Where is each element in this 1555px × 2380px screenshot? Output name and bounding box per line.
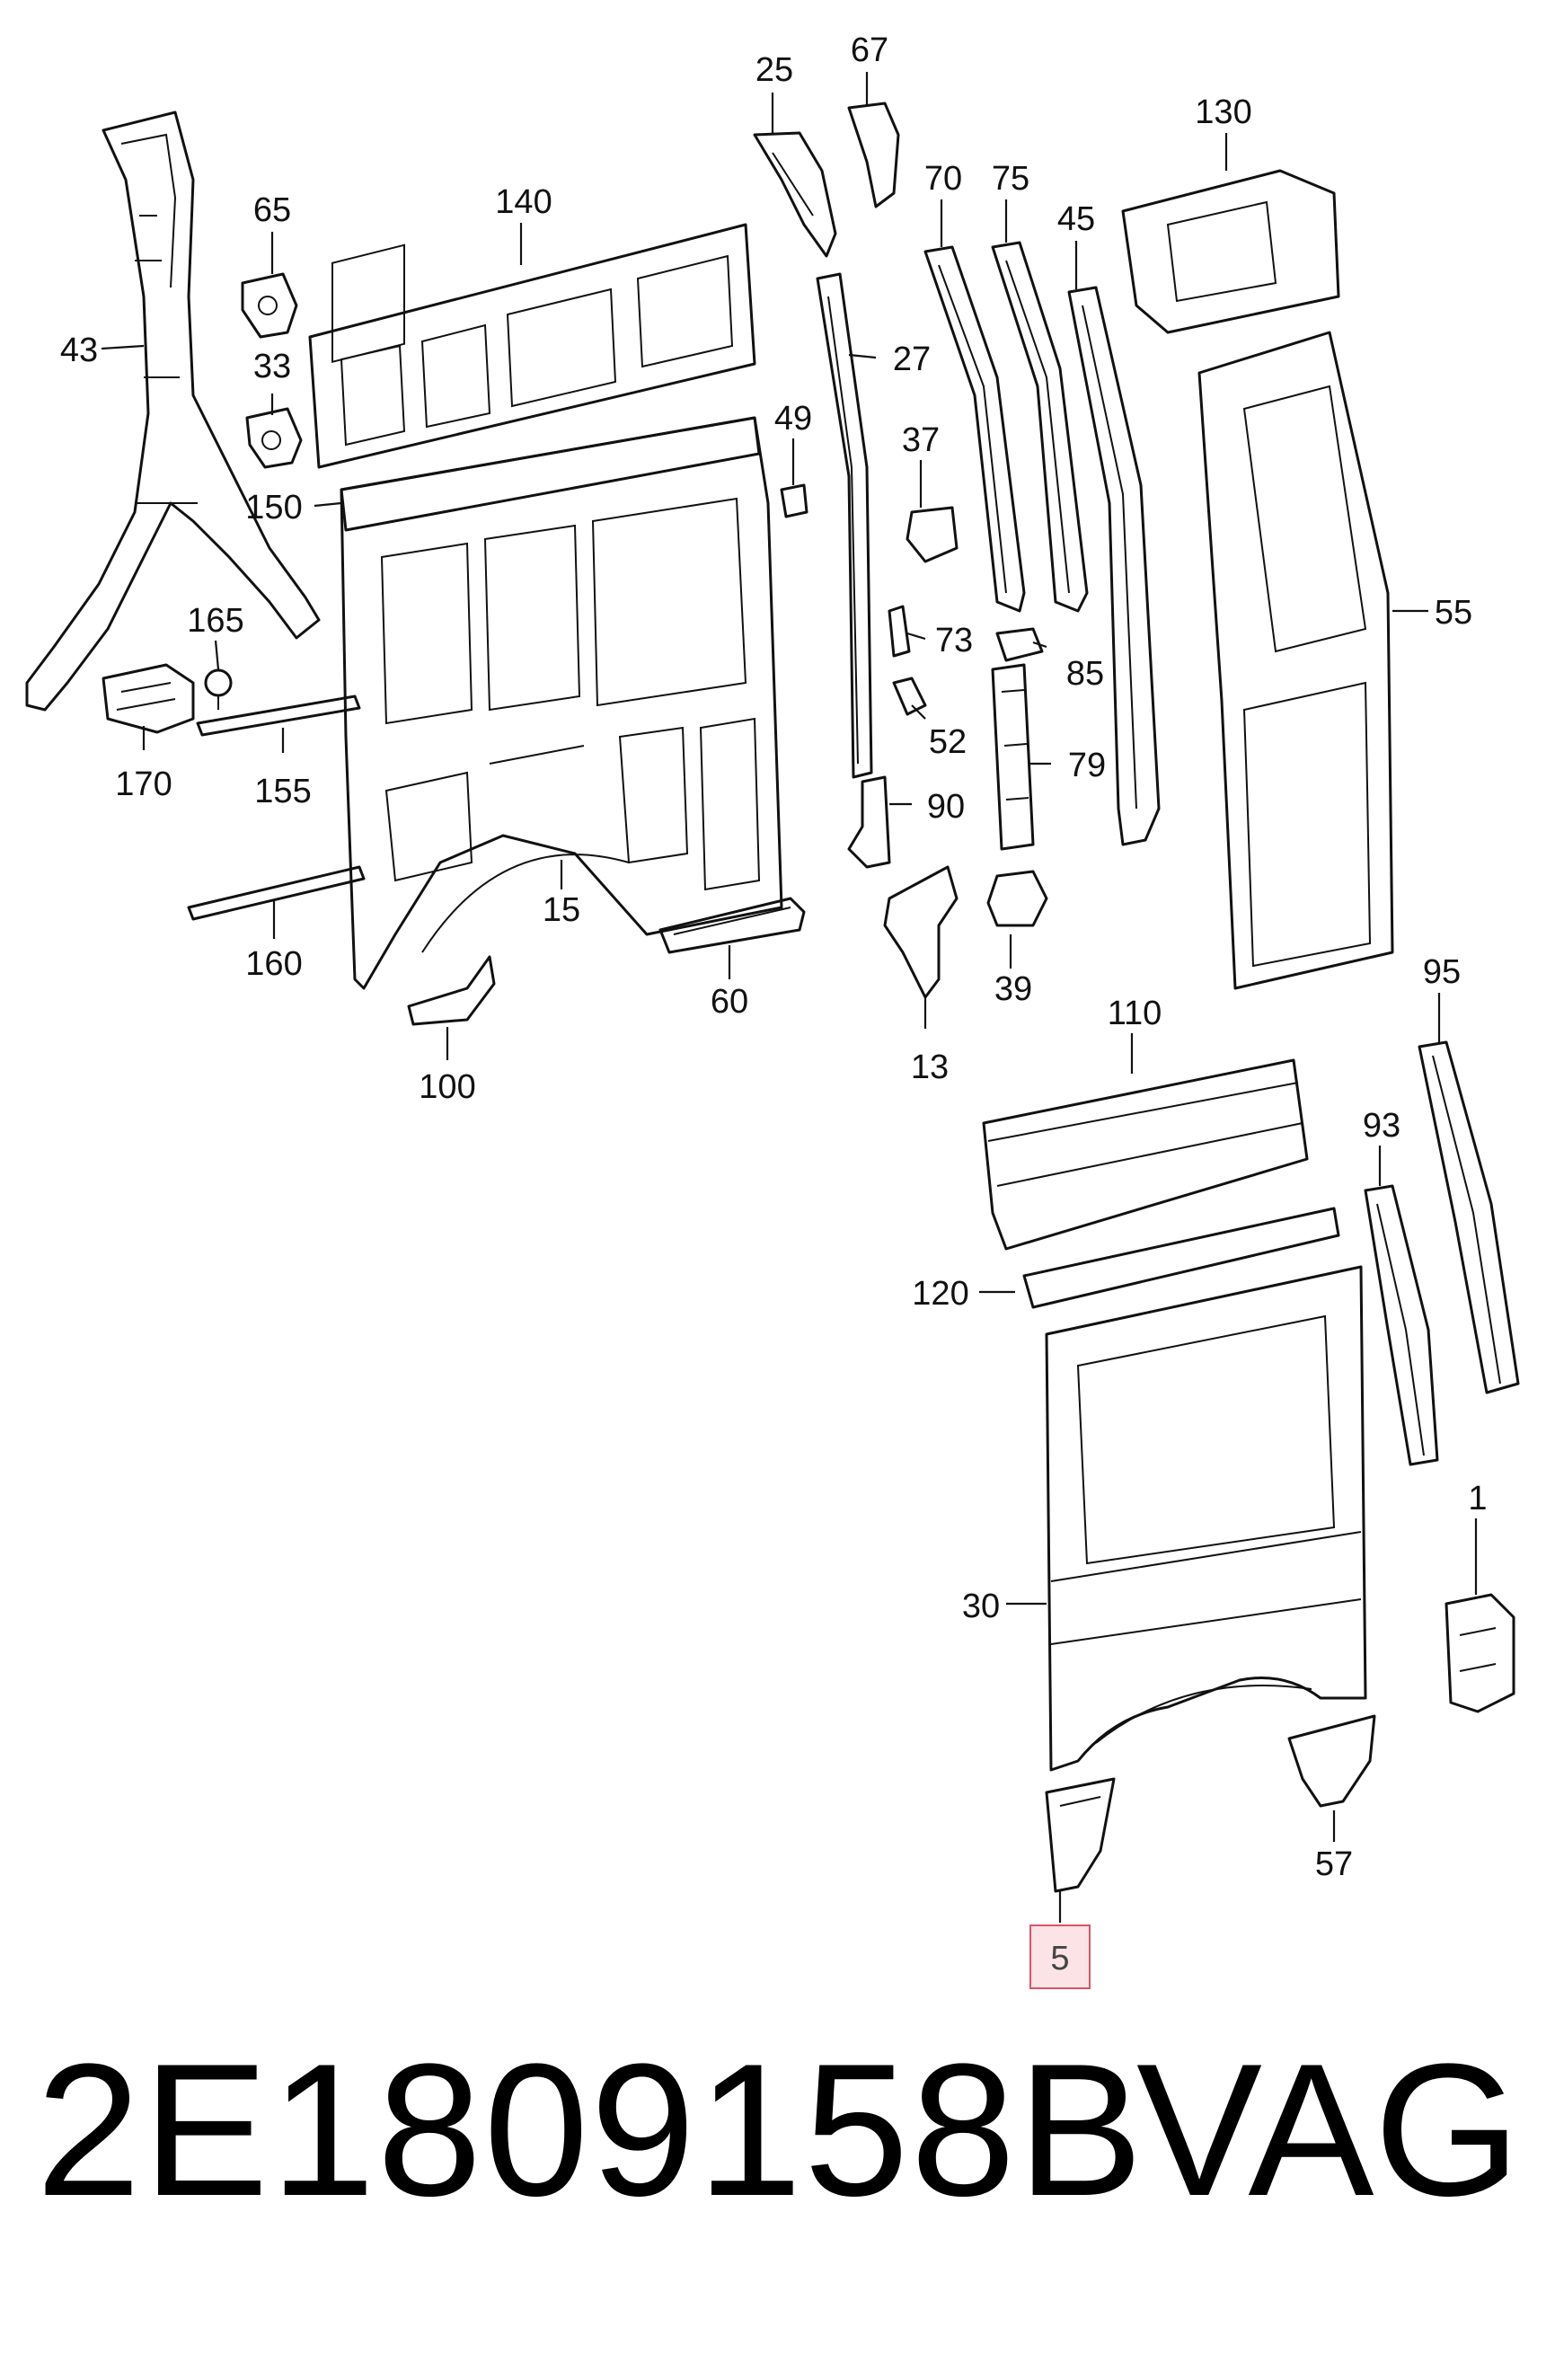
- part-52-clip: [892, 677, 927, 716]
- callout-5-highlight-box: [1029, 1924, 1091, 1989]
- callout-1: 1: [1468, 1480, 1487, 1517]
- callout-150: 150: [245, 489, 302, 526]
- part-160-strip: [187, 865, 366, 921]
- part-120-strip: [1022, 1207, 1340, 1309]
- part-43-pillar: [25, 111, 321, 712]
- callout-130: 130: [1195, 93, 1251, 131]
- callout-37: 37: [902, 421, 940, 459]
- callout-52: 52: [929, 723, 967, 761]
- part-170-bracket: [102, 663, 195, 734]
- part-79-pillar: [991, 663, 1035, 851]
- callout-labels: 25 67 130 65 140 70 75 45 43 33 27 49 37…: [60, 31, 1488, 1989]
- callout-90: 90: [927, 788, 965, 826]
- callout-67: 67: [851, 31, 888, 69]
- part-155-strip: [196, 695, 361, 737]
- part-65-clip: [241, 272, 298, 339]
- callout-27: 27: [893, 341, 931, 378]
- part-33-clip: [245, 407, 303, 469]
- callout-39: 39: [994, 970, 1032, 1008]
- part-number: 2E1809158B: [36, 2024, 1145, 2235]
- part-49-clip: [780, 483, 808, 518]
- part-165-clip: [204, 668, 233, 710]
- part-60-sill: [658, 897, 806, 954]
- part-15-side-inner-panel: [340, 416, 783, 990]
- callout-75: 75: [992, 160, 1029, 198]
- callout-57: 57: [1315, 1845, 1353, 1883]
- callout-45: 45: [1057, 200, 1095, 238]
- callout-49: 49: [774, 400, 812, 438]
- callout-85: 85: [1066, 655, 1104, 693]
- part-57-bracket: [1287, 1714, 1376, 1808]
- callout-93: 93: [1363, 1107, 1400, 1145]
- callout-33: 33: [253, 348, 291, 385]
- callout-55: 55: [1435, 594, 1472, 632]
- part-110-rail-panel: [982, 1058, 1309, 1251]
- callout-60: 60: [711, 983, 748, 1021]
- part-13-bracket: [883, 865, 959, 999]
- part-100-bracket: [407, 955, 496, 1026]
- callout-15: 15: [543, 891, 580, 929]
- part-45-pillar: [1067, 286, 1161, 846]
- part-30-outer-panel: [1045, 1265, 1367, 1772]
- part-73-bracket: [888, 605, 911, 658]
- part-27-pillar-strip: [816, 272, 873, 779]
- callout-95: 95: [1423, 953, 1461, 991]
- callout-155: 155: [254, 773, 311, 810]
- part-1-bracket: [1445, 1593, 1515, 1713]
- leader-lines: [101, 72, 1478, 1923]
- callout-165: 165: [187, 602, 243, 640]
- callout-13: 13: [911, 1048, 949, 1086]
- part-25-bracket: [753, 131, 837, 258]
- callout-70: 70: [924, 160, 962, 198]
- part-140-upper-frame: [308, 223, 756, 469]
- part-95-pillar: [1418, 1040, 1520, 1394]
- part-37-bracket: [906, 506, 959, 563]
- callout-160: 160: [245, 945, 302, 983]
- part-5-corner-piece: [1045, 1777, 1116, 1893]
- callout-100: 100: [419, 1068, 475, 1106]
- part-130-panel: [1121, 169, 1340, 334]
- callout-170: 170: [115, 765, 172, 803]
- brand-name: VAG: [1136, 2024, 1521, 2235]
- callout-140: 140: [495, 183, 552, 221]
- part-90-bracket: [847, 775, 891, 869]
- callout-110: 110: [1108, 995, 1162, 1032]
- callout-30: 30: [962, 1588, 1000, 1625]
- callout-79: 79: [1068, 747, 1106, 784]
- part-67-bracket: [847, 102, 900, 208]
- part-75-pillar: [991, 241, 1089, 613]
- callout-43: 43: [60, 332, 98, 369]
- callout-5: 5: [1050, 1940, 1069, 1977]
- callout-73: 73: [935, 622, 973, 659]
- part-85-bracket: [995, 627, 1044, 662]
- callout-65: 65: [253, 191, 291, 229]
- part-39-bracket: [986, 870, 1048, 927]
- callout-25: 25: [755, 51, 793, 89]
- callout-120: 120: [912, 1275, 968, 1313]
- part-93-pillar: [1364, 1184, 1439, 1466]
- part-55-rear-panel: [1197, 331, 1394, 990]
- part-70-pillar: [923, 245, 1026, 613]
